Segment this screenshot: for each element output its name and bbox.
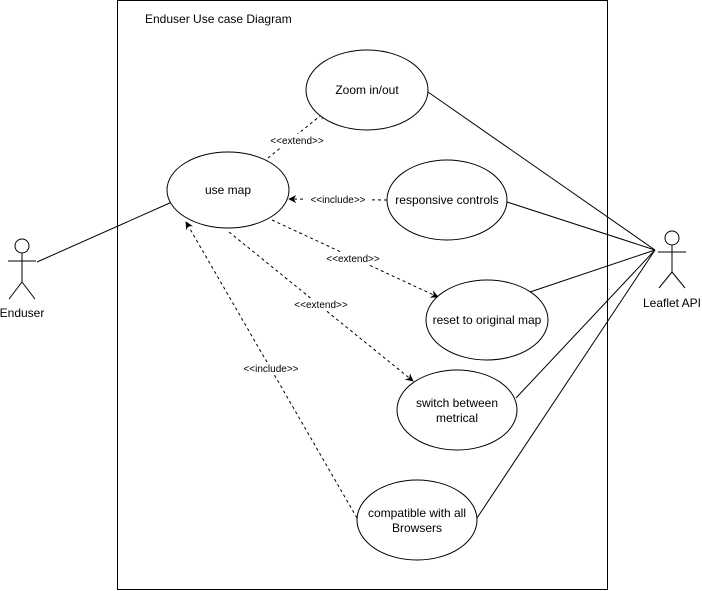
relation-label-extend-switch: <<extend>> [294, 300, 348, 311]
stick-figure-icon [658, 230, 686, 289]
use-case-label: responsive controls [395, 193, 498, 207]
relation-labels: <<extend>> <<include>> <<extend>> <<exte… [239, 134, 383, 375]
diagram-title: Enduser Use case Diagram [145, 12, 292, 26]
actor-label-leaflet-api: Leaflet API [643, 296, 701, 310]
relation-label-extend-zoom: <<extend>> [270, 136, 324, 147]
use-case-label-line-1: compatible with all [368, 506, 466, 520]
use-case-label: Zoom in/out [335, 83, 399, 97]
association-leaflet-responsive [506, 201, 656, 251]
actor-enduser: Enduser [0, 238, 44, 320]
use-case-label: reset to original map [433, 313, 542, 327]
use-case-label-line-2: Browsers [392, 521, 442, 535]
association-leaflet-reset [529, 249, 656, 293]
use-case-label-line-2: metrical [436, 411, 478, 425]
association-leaflet-switch [515, 249, 656, 399]
use-case-compatible-browsers: compatible with all Browsers [356, 479, 478, 561]
use-case-reset-map: reset to original map [425, 279, 549, 361]
use-case-switch-metrical: switch between metrical [396, 369, 518, 451]
relation-label-extend-reset: <<extend>> [326, 254, 380, 265]
use-case-label-line-1: switch between [416, 396, 498, 410]
relation-label-include-compatible: <<include>> [243, 364, 298, 375]
use-case-use-map: use map [166, 151, 290, 229]
use-case-responsive-controls: responsive controls [386, 159, 508, 241]
association-enduser-use-map [36, 201, 173, 263]
stick-figure-icon [8, 238, 36, 300]
leaflet-associations [427, 91, 656, 519]
relation-label-include-responsive: <<include>> [310, 195, 365, 206]
use-case-zoom: Zoom in/out [305, 49, 429, 131]
actor-label-enduser: Enduser [0, 306, 44, 320]
association-leaflet-zoom [427, 91, 656, 251]
use-case-label: use map [205, 183, 251, 197]
actor-leaflet-api: Leaflet API [643, 230, 701, 310]
association-leaflet-compatible [476, 249, 656, 519]
